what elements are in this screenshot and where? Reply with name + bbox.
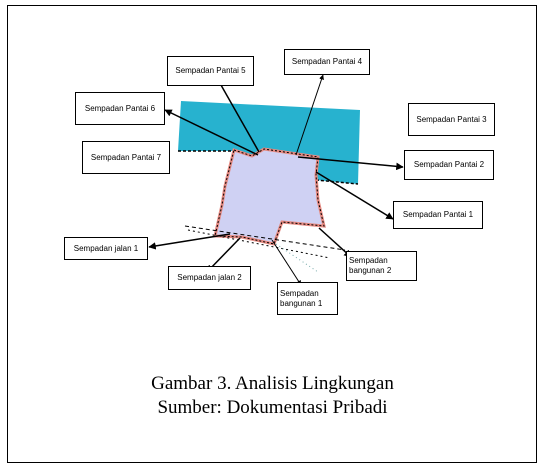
label-sempadan-pantai-4: Sempadan Pantai 4 — [284, 49, 370, 75]
site-parcel-outline — [214, 148, 325, 245]
arrow-pantai-2 — [297, 156, 404, 171]
arrow-pantai-6 — [164, 109, 259, 156]
label-sempadan-pantai-5: Sempadan Pantai 5 — [167, 56, 254, 86]
arrow-pantai-5 — [216, 77, 260, 153]
label-sempadan-pantai-6: Sempadan Pantai 6 — [75, 92, 165, 125]
arrow-jalan-1 — [148, 233, 231, 250]
label-sempadan-jalan-1: Sempadan jalan 1 — [64, 237, 148, 260]
label-sempadan-jalan-2: Sempadan jalan 2 — [168, 266, 251, 290]
caption-title: Gambar 3. Analisis Lingkungan — [151, 373, 394, 394]
road-line-2 — [187, 229, 331, 259]
site-parcel — [213, 147, 326, 246]
arrow-pantai-4 — [295, 74, 324, 156]
label-sempadan-bangunan-1: Sempadan bangunan 1 — [277, 282, 338, 315]
figure-frame — [7, 5, 537, 463]
arrow-pantai-1 — [315, 171, 394, 220]
label-sempadan-bangunan-2: Sempadan bangunan 2 — [346, 251, 417, 281]
arrow-bangunan-1 — [271, 239, 302, 286]
label-sempadan-pantai-3: Sempadan Pantai 3 — [408, 103, 495, 136]
arrow-bangunan-2 — [318, 227, 352, 258]
caption-source: Sumber: Dokumentasi Pribadi — [157, 397, 388, 418]
label-sempadan-pantai-7: Sempadan Pantai 7 — [82, 141, 170, 174]
road-line-3 — [275, 243, 319, 273]
label-sempadan-pantai-1: Sempadan Pantai 1 — [393, 201, 483, 229]
label-sempadan-pantai-2: Sempadan Pantai 2 — [404, 150, 494, 180]
coastline — [178, 150, 359, 185]
road-line-1 — [184, 225, 346, 251]
